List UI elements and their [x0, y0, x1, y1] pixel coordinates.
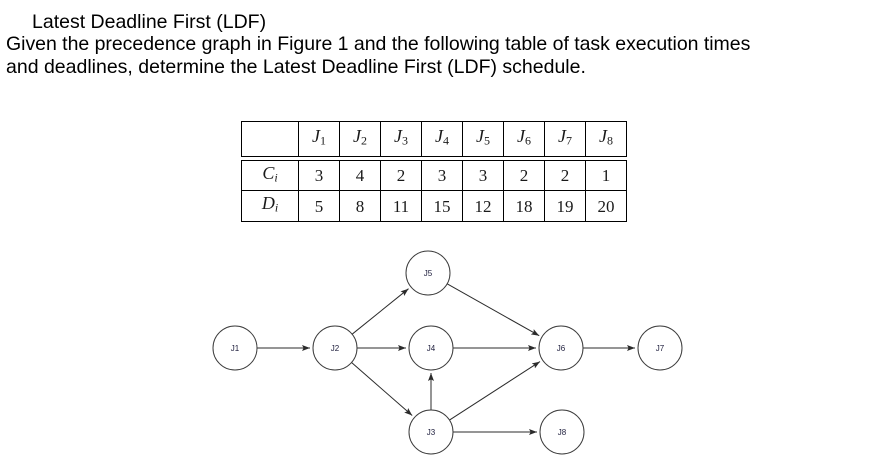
node-label-j8: J8 — [558, 428, 567, 437]
table-header-j4: J4 — [421, 121, 463, 157]
cell-c-j5: 3 — [462, 159, 504, 192]
row-label-c: Ci — [241, 159, 299, 192]
node-circle-j5 — [405, 250, 451, 296]
table-header-j7: J7 — [544, 121, 586, 157]
table-header-row: J1 J2 J3 J4 J5 J6 J7 J8 — [241, 121, 627, 157]
node-circle-j3 — [408, 409, 454, 455]
table-row-deadlines: Di 5 8 11 15 12 18 19 20 — [241, 190, 627, 222]
node-label-j7: J7 — [656, 344, 665, 353]
graph-node-j8: J8 — [539, 409, 585, 455]
graph-edge-j3-to-j6 — [449, 361, 541, 421]
table-rule-cell — [241, 155, 627, 161]
graph-edge-j2-to-j5 — [351, 288, 409, 335]
cell-d-j5: 12 — [462, 190, 504, 222]
node-circle-j7 — [637, 325, 683, 371]
table-header-j8: J8 — [585, 121, 627, 157]
table-header-j2: J2 — [339, 121, 381, 157]
cell-c-j3: 2 — [380, 159, 422, 192]
cell-d-j1: 5 — [298, 190, 340, 222]
cell-d-j7: 19 — [544, 190, 586, 222]
problem-text-line-1: Given the precedence graph in Figure 1 a… — [6, 33, 751, 55]
graph-edges — [257, 283, 635, 435]
row-label-d: Di — [241, 190, 299, 222]
node-label-j5: J5 — [424, 269, 433, 278]
cell-d-j4: 15 — [421, 190, 463, 222]
node-label-j3: J3 — [427, 428, 436, 437]
graph-edge-j5-to-j6 — [446, 283, 540, 337]
node-label-j4: J4 — [427, 344, 436, 353]
node-circle-j4 — [408, 325, 454, 371]
node-label-j6: J6 — [557, 344, 566, 353]
node-circle-j1 — [212, 325, 258, 371]
node-label-j2: J2 — [331, 344, 340, 353]
page-title: Latest Deadline First (LDF) — [32, 11, 267, 33]
node-label-j1: J1 — [231, 344, 240, 353]
table-corner-cell — [241, 121, 299, 157]
table-header-rule — [241, 155, 627, 161]
cell-c-j7: 2 — [544, 159, 586, 192]
table-row-execution-times: Ci 3 4 2 3 3 2 2 1 — [241, 159, 627, 192]
cell-c-j1: 3 — [298, 159, 340, 192]
cell-c-j2: 4 — [339, 159, 381, 192]
graph-node-j4: J4 — [408, 325, 454, 371]
graph-edge-j2-to-j3 — [351, 362, 413, 416]
graph-node-j3: J3 — [408, 409, 454, 455]
graph-node-j1: J1 — [212, 325, 258, 371]
graph-node-j6: J6 — [538, 325, 584, 371]
cell-d-j8: 20 — [585, 190, 627, 222]
cell-c-j8: 1 — [585, 159, 627, 192]
cell-d-j6: 18 — [503, 190, 545, 222]
table: J1 J2 J3 J4 J5 J6 J7 J8 Ci 3 4 2 3 3 2 2 — [241, 121, 627, 222]
graph-node-j5: J5 — [405, 250, 451, 296]
cell-c-j4: 3 — [421, 159, 463, 192]
node-circle-j6 — [538, 325, 584, 371]
table-header-j1: J1 — [298, 121, 340, 157]
table-header-j6: J6 — [503, 121, 545, 157]
table-header-j5: J5 — [462, 121, 504, 157]
cell-c-j6: 2 — [503, 159, 545, 192]
problem-text-line-2: and deadlines, determine the Latest Dead… — [6, 56, 586, 78]
node-circle-j2 — [312, 325, 358, 371]
node-circle-j8 — [539, 409, 585, 455]
cell-d-j3: 11 — [380, 190, 422, 222]
graph-node-j2: J2 — [312, 325, 358, 371]
cell-d-j2: 8 — [339, 190, 381, 222]
table-header-j3: J3 — [380, 121, 422, 157]
graph-node-j7: J7 — [637, 325, 683, 371]
task-parameters-table: J1 J2 J3 J4 J5 J6 J7 J8 Ci 3 4 2 3 3 2 2 — [241, 121, 627, 222]
